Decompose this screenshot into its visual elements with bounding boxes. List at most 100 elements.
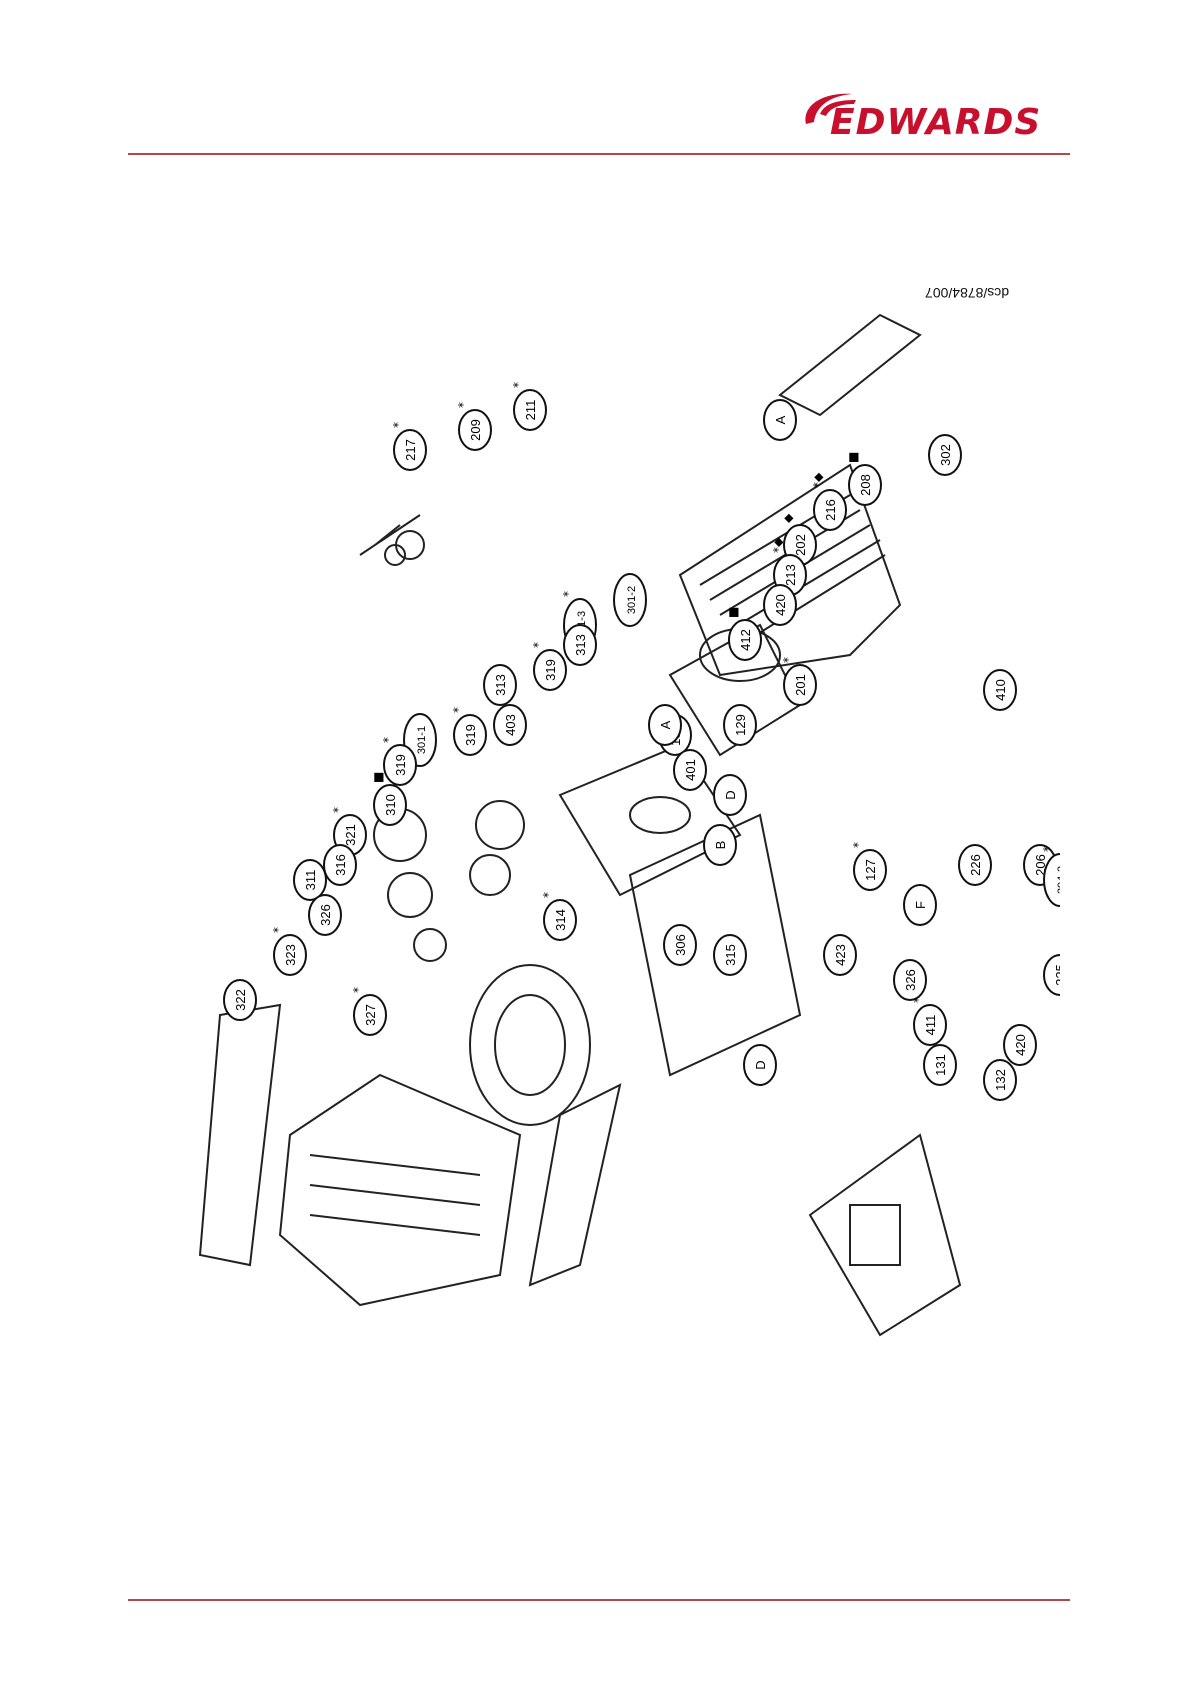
callout-127: 127 *	[851, 842, 887, 891]
callout-301-2: 301-2	[613, 573, 647, 627]
callout-410: 410	[983, 669, 1017, 711]
callout-mark: *	[351, 987, 365, 993]
callout-D: D	[713, 774, 747, 816]
callout-225: 225	[1043, 954, 1060, 996]
callout-label: 327	[363, 1004, 378, 1026]
callout-label: 314	[553, 909, 568, 931]
callout-label: A	[773, 415, 788, 424]
callout-label: 321	[343, 824, 358, 846]
callout-label: A	[658, 720, 673, 729]
callout-316: 316	[323, 844, 357, 886]
callout-label: D	[723, 790, 738, 799]
callout-label: 319	[393, 754, 408, 776]
electrical-box	[808, 1133, 962, 1337]
callout-mark: ■	[726, 607, 740, 618]
callout-label: 131	[933, 1054, 948, 1076]
callout-mark: *	[561, 591, 575, 597]
callout-mark: *	[381, 737, 395, 743]
callout-label: 208	[858, 474, 873, 496]
callout-mark: *	[271, 927, 285, 933]
callout-label: 127	[863, 859, 878, 881]
callout-315: 315	[713, 934, 747, 976]
callout-label: 213	[783, 564, 798, 586]
callout-306: 306	[663, 924, 697, 966]
callout-label: 202	[793, 534, 808, 556]
callout-label: 322	[233, 989, 248, 1011]
callout-label: B	[713, 841, 728, 850]
callout-208: 208 ■	[846, 452, 882, 506]
callout-326: 326	[308, 894, 342, 936]
callout-mark: *	[851, 842, 865, 848]
callout-label: D	[753, 1060, 768, 1069]
callout-mark: *	[531, 642, 545, 648]
callout-314: 314*	[541, 892, 577, 941]
callout-B: B	[703, 824, 737, 866]
callout-226: 226	[958, 844, 992, 886]
callout-label: 316	[333, 854, 348, 876]
motor-housing	[278, 1073, 522, 1307]
callout-211: 211*	[511, 382, 547, 431]
callout-319: 319 *	[381, 737, 417, 786]
callout-label: 132	[993, 1069, 1008, 1091]
callout-mark: ■	[846, 452, 860, 463]
callout-label: 423	[833, 944, 848, 966]
callout-132: 132	[983, 1059, 1017, 1101]
callout-label: 306	[673, 934, 688, 956]
callout-label: 326	[903, 969, 918, 991]
callout-420: 420	[763, 584, 797, 626]
callout-label: 412	[738, 629, 753, 651]
callout-mark: *	[451, 707, 465, 713]
callout-label: 420	[1013, 1034, 1028, 1056]
callout-label: 129	[733, 714, 748, 736]
callout-mark: *	[391, 422, 405, 428]
callout-label: 403	[503, 714, 518, 736]
callout-label: 226	[968, 854, 983, 876]
callout-mark: *	[781, 657, 795, 663]
callout-label: 323	[283, 944, 298, 966]
callout-313: 313	[483, 664, 517, 706]
callout-label: 301-2	[626, 586, 638, 614]
callout-411: 411*	[911, 997, 947, 1046]
callout-F: F	[903, 884, 937, 926]
callout-217: 217 *	[391, 422, 427, 471]
callout-mark: *◆	[771, 537, 785, 553]
callout-319: 319 *	[451, 707, 487, 756]
edwards-logo: EDWARDS	[800, 86, 1070, 148]
callout-label: 301-1	[416, 726, 428, 754]
callout-label: 211	[523, 400, 538, 421]
callout-310: 310■	[371, 772, 407, 826]
callout-mark: *	[331, 807, 345, 813]
callout-311: 311	[293, 859, 327, 901]
callout-131: 131	[923, 1044, 957, 1086]
callout-322: 322	[223, 979, 257, 1021]
callout-label: 319	[463, 724, 478, 746]
callout-204-3: 204-3*	[1041, 846, 1060, 907]
callout-mark: ■	[371, 772, 385, 783]
pump-body	[678, 463, 902, 677]
callout-mark: *	[1041, 846, 1055, 852]
brand-name: EDWARDS	[830, 102, 1042, 143]
footer-rule	[128, 1599, 1070, 1601]
callout-A: A	[648, 704, 682, 746]
callout-mark: *◆	[811, 472, 825, 488]
callout-label: F	[913, 901, 928, 909]
callout-label: 411	[923, 1015, 938, 1036]
central-block	[558, 743, 742, 897]
callout-label: 225	[1053, 964, 1060, 986]
edwards-swoosh-icon	[805, 93, 856, 124]
callout-327: 327 *	[351, 987, 387, 1036]
callout-label: 410	[993, 679, 1008, 701]
callout-label: 401	[683, 759, 698, 781]
callout-label: 420	[773, 594, 788, 616]
header-rule	[128, 153, 1070, 155]
callout-label: 216	[823, 499, 838, 521]
callout-label: 302	[938, 444, 953, 466]
callout-label: 319	[543, 659, 558, 681]
exploded-view-drawing: 211*209*217*A405413422414302208■216*◆202…	[198, 313, 1060, 1337]
callout-label: 209	[468, 419, 483, 441]
callout-129: 129	[723, 704, 757, 746]
callout-label: 201	[793, 674, 808, 696]
callout-label: 217	[403, 439, 418, 461]
callout-326: 326	[893, 959, 927, 1001]
callout-323: 323 *	[271, 927, 307, 976]
